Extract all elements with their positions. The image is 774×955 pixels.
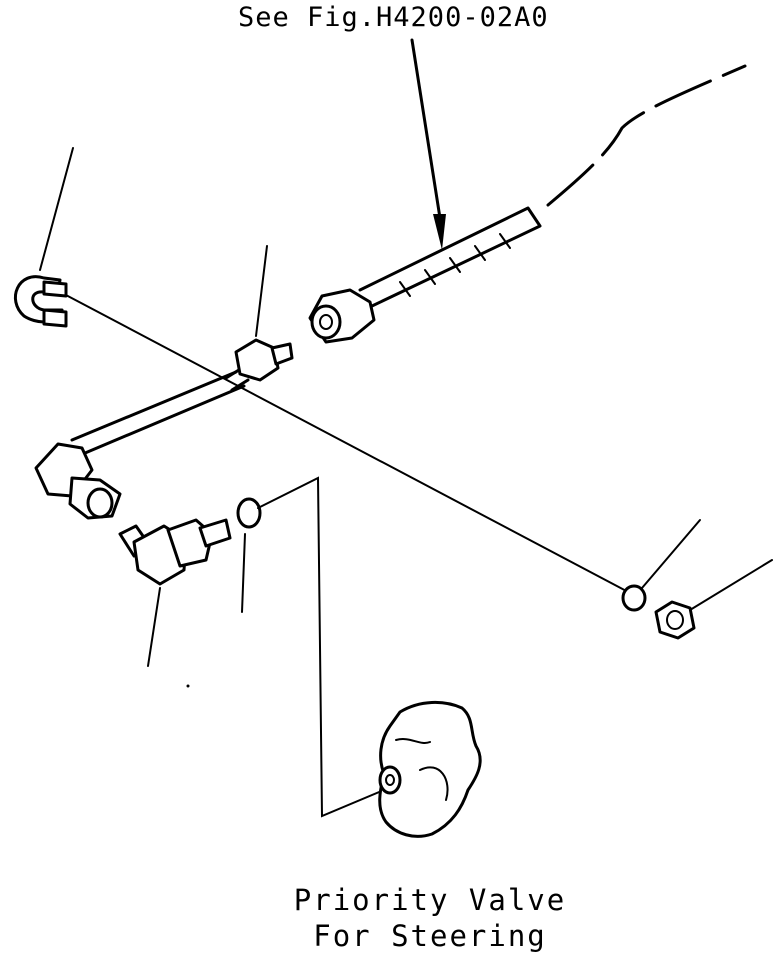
leader-line-u-clamp: [39, 147, 74, 271]
washer-part: [621, 584, 647, 612]
leader-line-hex-nut: [689, 559, 773, 611]
hose-fitting-nut: [308, 288, 376, 344]
hose-assembly: [308, 64, 747, 344]
leader-line-elbow-adapter: [147, 587, 161, 667]
figure-reference-label: See Fig.H4200-02A0: [238, 2, 549, 33]
marker-dot: [186, 684, 190, 688]
assembly-centerline: [63, 293, 633, 595]
caption-line-2: For Steering: [313, 919, 547, 953]
tube-connector-nut: [224, 338, 294, 392]
priority-valve-caption: Priority Valve For Steering: [240, 882, 620, 954]
leader-line-connector-nut: [255, 245, 268, 337]
leader-line-washer: [641, 519, 701, 589]
leader-line-o-ring: [241, 533, 246, 613]
o-ring-part: [236, 497, 262, 529]
reference-leader-arrow: [410, 38, 446, 250]
steel-tube-part: [34, 370, 246, 520]
hex-nut-part: [654, 600, 696, 640]
u-clamp-part: [13, 275, 68, 328]
caption-line-1: Priority Valve: [293, 883, 567, 917]
priority-valve-part: [378, 700, 482, 838]
elbow-adapter-part: [118, 518, 232, 586]
valve-connection-line: [257, 476, 385, 818]
